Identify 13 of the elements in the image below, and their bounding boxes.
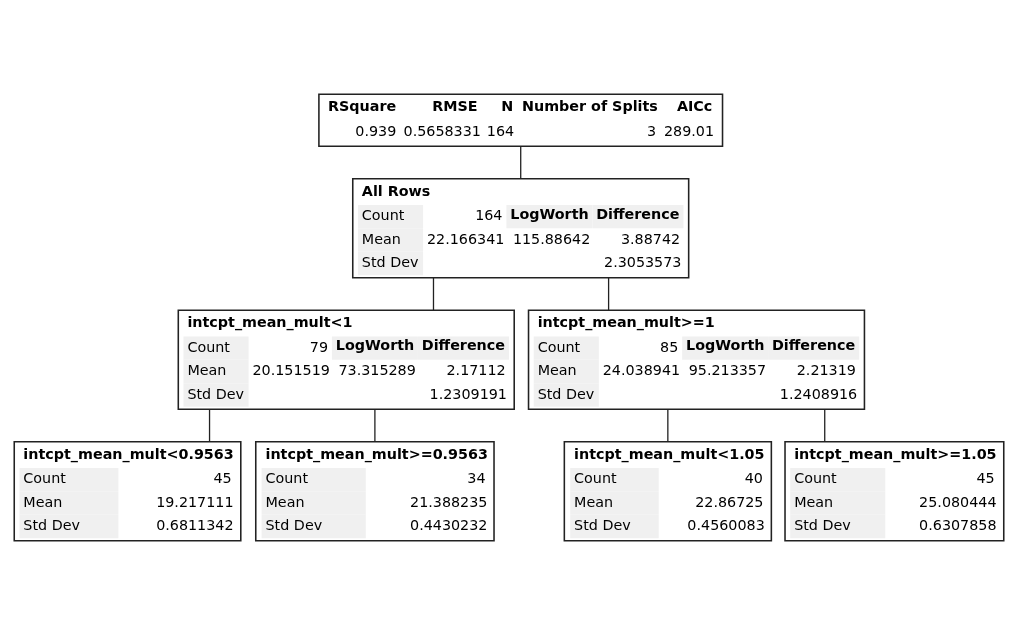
connector [432,276,435,311]
connector [667,408,669,442]
connector [520,145,522,179]
connector [824,408,826,442]
connector [374,408,376,442]
node-box: intcpt_mean_mult>=1.05 Count 45 Mean 25.080444 Std Dev 0.6307858 [784,440,1005,542]
connector [208,408,211,442]
connector [607,276,610,311]
node-box: intcpt_mean_mult>=0.9563 Count 34 Mean 21.388235 Std Dev 0.4430232 [255,440,495,542]
node-box: intcpt_mean_mult<1.05 Count 40 Mean 22.86725 Std Dev 0.4560083 [563,440,773,542]
node-box: intcpt_mean_mult<0.9563 Count 45 Mean 19.217111 Std Dev 0.6811342 [13,440,242,542]
node-box: All Rows Count 164 LogWorth Difference Mean 22.166341 115.88642 3.88742 Std Dev 2.3053573 [352,177,690,279]
node-box: RSquare RMSE N Number of Splits AICc 0.939 0.5658331 164 3 289.01 [318,92,724,147]
